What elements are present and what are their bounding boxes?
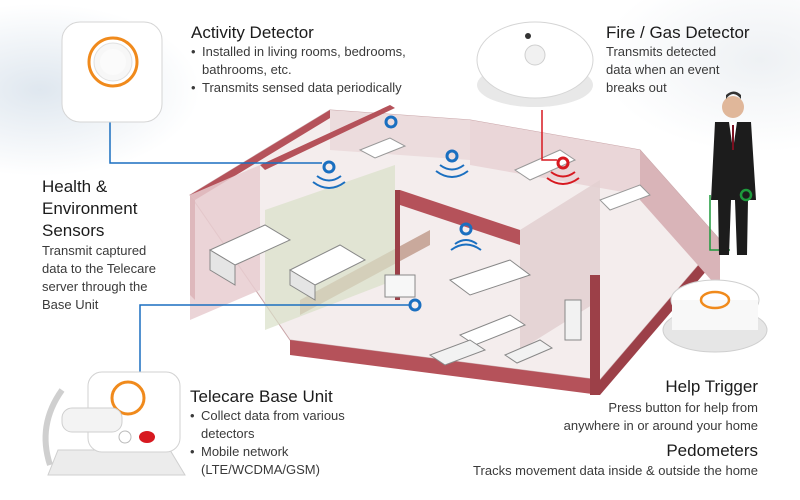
activity-detector-device [61, 21, 163, 123]
pedometers-description: Tracks movement data inside & outside th… [473, 463, 758, 478]
help-trigger-description: Press button for help from anywhere in o… [498, 399, 758, 435]
help-trigger-title: Help Trigger [665, 377, 758, 396]
help-trigger-line-2: anywhere in or around your home [563, 418, 758, 433]
health-sensors-line-3: server through the [42, 279, 148, 294]
base-unit-bullets: Collect data from various detectors Mobi… [190, 407, 355, 479]
pedometers-title: Pedometers [666, 441, 758, 460]
health-sensors-title-line-2: Environment [42, 199, 138, 218]
base-unit-device [42, 371, 186, 476]
fire-gas-detector-description: Transmits detected data when an event br… [606, 43, 786, 97]
help-trigger-device [662, 279, 768, 353]
activity-detector-bullet-1: Installed in living rooms, bedrooms, bat… [191, 43, 406, 79]
health-sensors-line-1: Transmit captured [42, 243, 147, 258]
fire-gas-detector-title: Fire / Gas Detector [606, 23, 750, 42]
base-unit-title: Telecare Base Unit [190, 387, 333, 406]
activity-detector-title: Activity Detector [191, 23, 314, 42]
fire-gas-detector-device [476, 21, 594, 107]
base-unit-bullet-2: Mobile network (LTE/WCDMA/GSM) [190, 443, 355, 479]
health-sensors-title-line-1: Health & [42, 177, 108, 196]
activity-detector-bullets: Installed in living rooms, bedrooms, bat… [191, 43, 406, 97]
health-sensors-line-2: data to the Telecare [42, 261, 156, 276]
health-sensors-description: Transmit captured data to the Telecare s… [42, 242, 192, 314]
base-unit-bullet-1: Collect data from various detectors [190, 407, 355, 443]
help-trigger-line-1: Press button for help from [608, 400, 758, 415]
fire-gas-detector-line-3: breaks out [606, 80, 667, 95]
health-sensors-title: Health & Environment Sensors [42, 176, 137, 242]
fire-gas-detector-line-1: Transmits detected [606, 44, 717, 59]
activity-detector-bullet-2: Transmits sensed data periodically [191, 79, 406, 97]
fire-gas-detector-line-2: data when an event [606, 62, 720, 77]
person-figure [711, 91, 756, 255]
health-sensors-line-4: Base Unit [42, 297, 99, 312]
health-sensors-title-line-3: Sensors [42, 221, 105, 240]
house-floorplan [189, 105, 721, 395]
